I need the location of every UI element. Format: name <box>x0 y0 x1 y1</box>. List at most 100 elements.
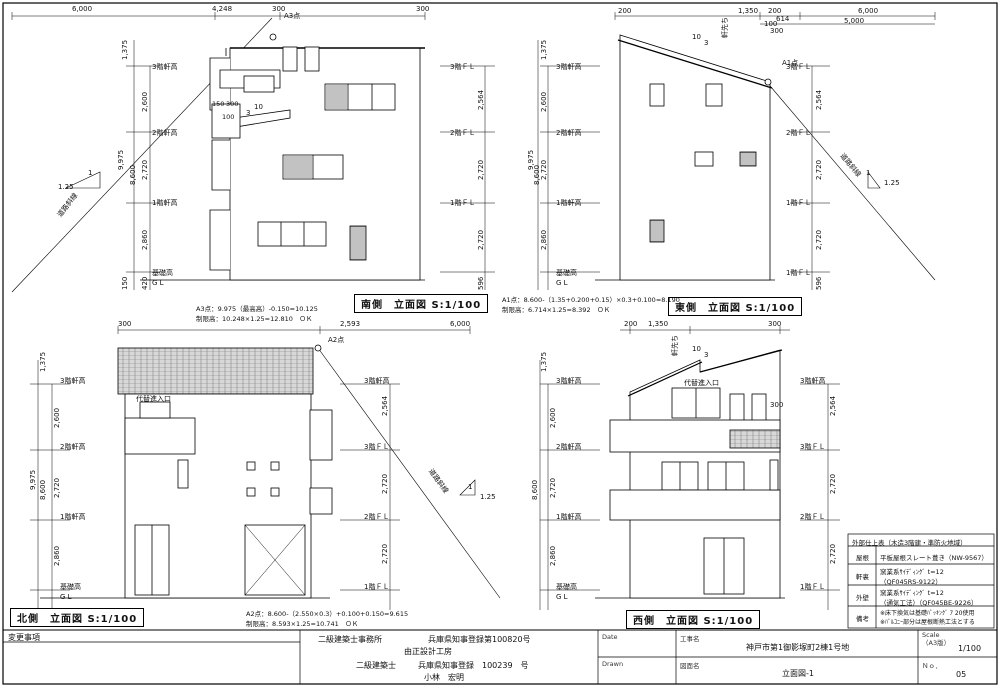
south-dim-total: 8,600 <box>129 164 137 185</box>
north-f3-fl: 3階ＦＬ <box>364 443 390 451</box>
east-dim: 1,375 <box>540 39 548 60</box>
spec-row-value: 窯業系ｻｲﾃﾞｨﾝｸﾞ t=12 （通気工法）（QF045BE-9226） <box>880 589 978 607</box>
east-f1-fl: 1階ＦＬ <box>786 269 812 277</box>
project-label: 工事名 <box>680 635 700 643</box>
east-dim-right: 2,720 <box>815 229 823 250</box>
west-dim-right: 2,564 <box>829 395 837 416</box>
east-roof-pitch: 10 <box>692 33 701 41</box>
number-label: Ｎｏ． <box>922 662 942 670</box>
south-slope-ratio: 1 <box>88 169 93 177</box>
south-dim: 2,600 <box>141 91 149 112</box>
east-top-dim: 200 <box>618 7 632 15</box>
south-f3-eave: 3階軒高 <box>152 63 178 71</box>
spec-row-label: 屋根 <box>856 554 869 562</box>
east-gl: G L <box>556 279 568 287</box>
west-dim: 2,720 <box>549 477 557 498</box>
south-top-dim: 300 <box>272 5 286 13</box>
west-gl: G L <box>556 593 568 601</box>
number-value: 05 <box>956 670 967 679</box>
north-top-dim: 300 <box>118 320 132 328</box>
south-dim: 2,860 <box>141 229 149 250</box>
south-dim: 2,720 <box>141 159 149 180</box>
south-dim: 1,375 <box>121 39 129 60</box>
north-dim-right: 2,564 <box>381 395 389 416</box>
south-f2-eave: 2階軒高 <box>152 129 178 137</box>
east-dim: 2,860 <box>540 229 548 250</box>
east-dim-right: 2,564 <box>815 89 823 110</box>
south-slope-ratio: 1.25 <box>58 183 74 191</box>
architect-registration: 兵庫県知事登録 100239 号 <box>418 661 529 670</box>
project-name: 神戸市第1御影塚町2棟1号地 <box>746 643 850 652</box>
east-top-dim: 100 <box>764 20 778 28</box>
west-dim-right: 2,720 <box>829 473 837 494</box>
north-dim-right: 2,720 <box>381 473 389 494</box>
east-slope-ratio: 1 <box>866 169 871 177</box>
east-top-dim: 614 <box>776 15 790 23</box>
north-dim-right: 2,720 <box>381 543 389 564</box>
west-dim-total: 8,600 <box>531 479 539 500</box>
south-roof-pitch: 10 <box>254 103 263 111</box>
west-f3-eave: 3階軒高 <box>556 377 582 385</box>
scale-value: 1/100 <box>958 644 982 653</box>
east-slope-ratio: 1.25 <box>884 179 900 187</box>
north-note-1: A2点：8.600-（2.550×0.3）+0.100+0.150=9.615 <box>246 610 409 618</box>
scale-label: Scale （A3版） <box>922 631 951 647</box>
east-dim: 2,600 <box>540 91 548 112</box>
south-dim: 150 <box>121 276 129 290</box>
spec-table-frame <box>847 533 995 629</box>
west-f3-eave-r: 3階軒高 <box>800 377 826 385</box>
south-dim-right: 596 <box>477 276 485 290</box>
north-elevation-title: 北側 立面図 S:1/100 <box>10 608 145 627</box>
west-f1-fl: 1階ＦＬ <box>800 583 826 591</box>
west-roof-pitch: 10 <box>692 345 701 353</box>
north-f2-eave: 2階軒高 <box>60 443 86 451</box>
east-f3-fl: 3階ＦＬ <box>786 63 812 71</box>
east-f3-eave: 3階軒高 <box>556 63 582 71</box>
north-top-dim: 2,593 <box>340 320 361 328</box>
north-f3-fl: 3階軒高 <box>364 377 390 385</box>
east-f1-fl: 1階ＦＬ <box>786 199 812 207</box>
date-label: Date <box>602 633 618 641</box>
title-block-grid <box>3 630 997 684</box>
west-top-dim: 1,350 <box>648 320 669 328</box>
north-f2-fl: 2階ＦＬ <box>364 513 390 521</box>
south-roof-pitch: 3 <box>246 109 251 117</box>
south-point-label: A3点 <box>284 12 301 20</box>
east-base: 基礎高 <box>556 269 577 277</box>
north-dim-total: 9,975 <box>29 469 37 490</box>
west-dim-300: 300 <box>770 401 784 409</box>
west-elevation-title: 西側 立面図 S:1/100 <box>626 610 761 629</box>
north-point-label: A2点 <box>328 336 345 344</box>
west-base: 基礎高 <box>556 583 577 591</box>
north-top-dim: 6,000 <box>450 320 471 328</box>
spec-row-label: 備考 <box>856 615 869 623</box>
revisions-label: 変更事項 <box>8 633 40 642</box>
south-dim: 420 <box>141 276 149 290</box>
north-f1-fl: 1階ＦＬ <box>364 583 390 591</box>
east-note-1: A1点：8.600-（1.35+0.200+0.15）×0.3+0.100=8.… <box>502 296 680 304</box>
spec-row-value: 平板屋根スレート葺き（NW-9567） <box>880 554 988 562</box>
east-dim-right: 2,720 <box>815 159 823 180</box>
south-inset-dim: 100 <box>222 113 235 121</box>
north-elevation-drawing <box>30 326 501 610</box>
south-elevation-drawing <box>11 12 495 293</box>
south-note-2: 制限高：10.248×1.25=12.810 ＯＫ <box>196 315 313 323</box>
south-dim-right: 2,564 <box>477 89 485 110</box>
south-inset-dim: 300 <box>226 100 239 108</box>
west-roof-pitch: 3 <box>704 351 709 359</box>
drawing-name: 立面図-1 <box>782 669 814 678</box>
drawn-label: Drawn <box>602 660 624 668</box>
east-f2-fl: 2階ＦＬ <box>786 129 812 137</box>
spec-row-value: 窯業系ｻｲﾃﾞｨﾝｸﾞ t=12 （QF045RS-9122） <box>880 568 944 586</box>
east-dim: 2,720 <box>540 159 548 180</box>
north-note-2: 制限高：8.593×1.25=10.741 ＯＫ <box>246 620 359 628</box>
north-gl: G L <box>60 593 72 601</box>
south-base: 基礎高 <box>152 269 173 277</box>
south-dim-total: 9,975 <box>117 149 125 170</box>
north-slope-ratio: 1.25 <box>480 493 496 501</box>
south-top-dim: 6,000 <box>72 5 93 13</box>
east-note-2: 制限高：6.714×1.25=8.392 ＯＫ <box>502 306 611 314</box>
south-top-dim: 300 <box>416 5 430 13</box>
architect-label: 二級建築士 <box>356 661 396 670</box>
